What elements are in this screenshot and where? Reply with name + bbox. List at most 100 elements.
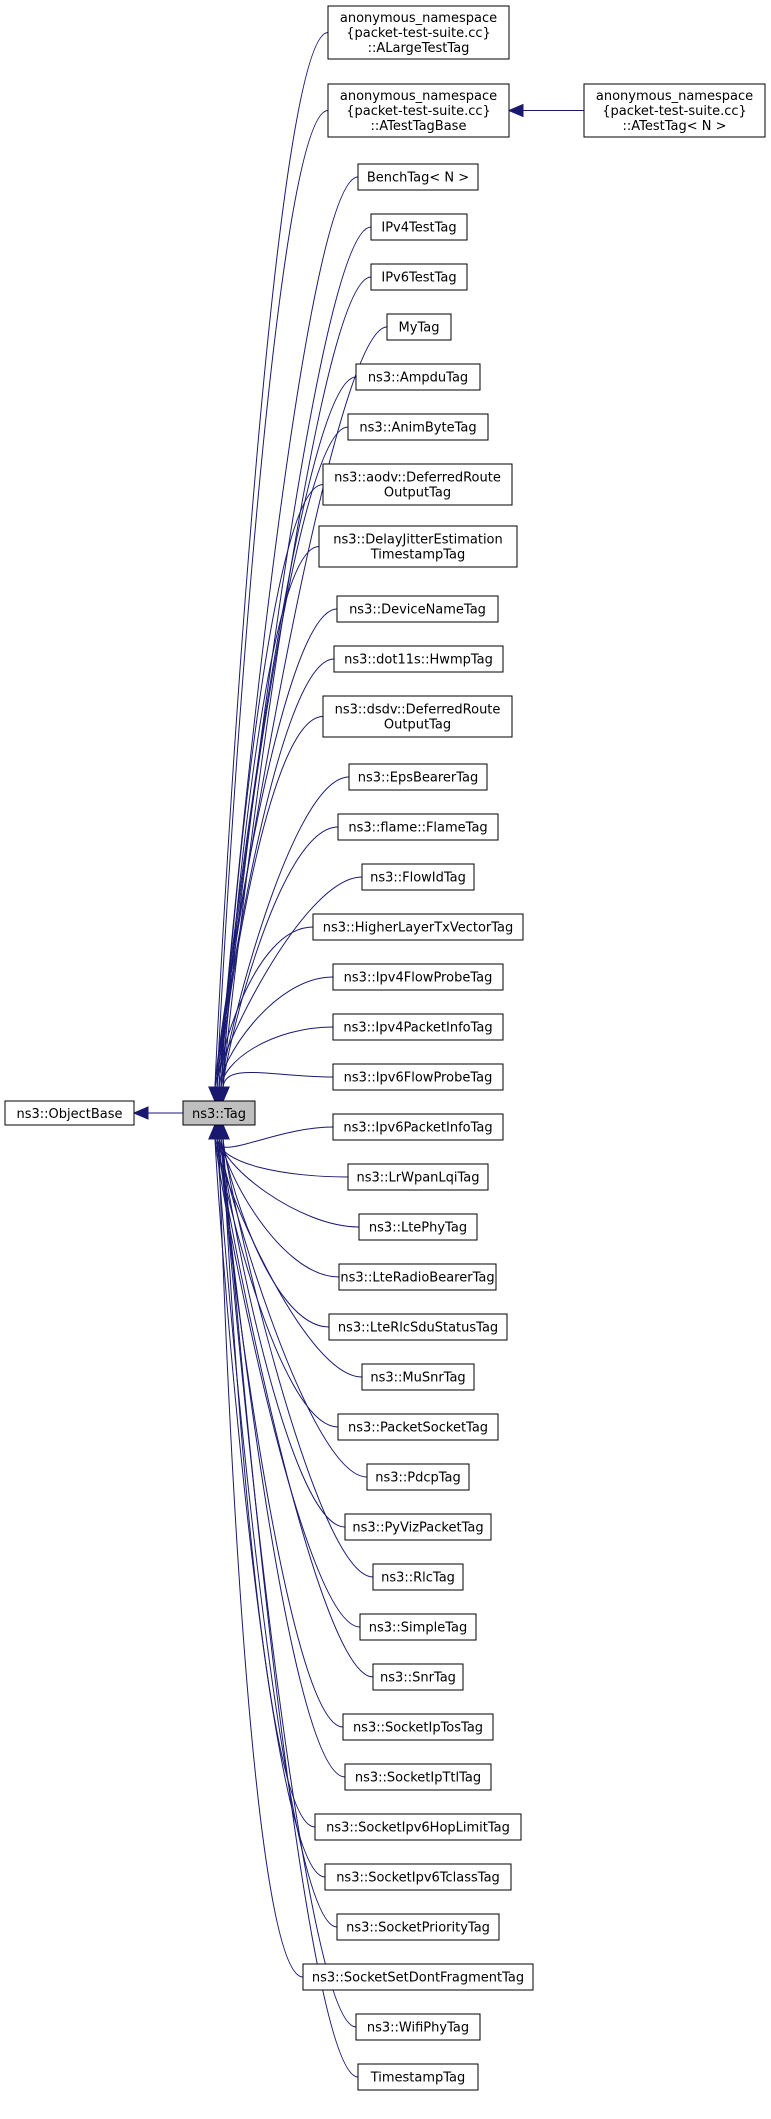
edge-c23-to-tag — [220, 1136, 340, 1278]
node-c16[interactable]: ns3::HigherLayerTxVectorTag — [312, 913, 524, 941]
node-c13-box — [348, 763, 488, 791]
node-c11[interactable]: ns3::dot11s::HwmpTag — [333, 645, 504, 673]
node-c19-box — [332, 1063, 504, 1091]
node-c23-box — [338, 1263, 497, 1291]
node-c33[interactable]: ns3::SocketIpTtlTag — [344, 1763, 492, 1791]
node-c20[interactable]: ns3::Ipv6PacketInfoTag — [332, 1113, 504, 1141]
node-c29-box — [372, 1563, 464, 1591]
node-c0-label-line: {packet-test-suite.cc} — [346, 26, 491, 41]
node-c22[interactable]: ns3::LtePhyTag — [358, 1213, 478, 1241]
edge-c0-to-tag — [214, 32, 329, 1090]
node-c3[interactable]: IPv4TestTag — [370, 213, 468, 241]
node-c8-label-line: ns3::aodv::DeferredRoute — [334, 471, 501, 486]
node-c31[interactable]: ns3::SnrTag — [372, 1663, 464, 1691]
node-c14[interactable]: ns3::flame::FlameTag — [337, 813, 499, 841]
node-c36[interactable]: ns3::SocketPriorityTag — [336, 1913, 500, 1941]
node-c38[interactable]: ns3::WifiPhyTag — [355, 2013, 481, 2041]
node-c8-label-line: OutputTag — [384, 486, 451, 501]
node-c28-label-line: ns3::PyVizPacketTag — [352, 1521, 483, 1536]
node-c26[interactable]: ns3::PacketSocketTag — [337, 1413, 499, 1441]
node-c35-box — [324, 1863, 512, 1891]
node-c18-label-line: ns3::Ipv4PacketInfoTag — [343, 1021, 492, 1036]
edge-c6-to-tag — [216, 376, 357, 1090]
node-c4[interactable]: IPv6TestTag — [370, 263, 468, 291]
edge-c9-to-tag — [222, 546, 320, 1090]
node-c5-label-line: MyTag — [399, 321, 440, 336]
node-c36-box — [336, 1913, 500, 1941]
edge-c2-to-tag — [218, 176, 359, 1090]
node-c39[interactable]: TimestampTag — [357, 2063, 479, 2091]
node-objectbase-label: ns3::ObjectBase — [16, 1107, 122, 1122]
node-c0[interactable]: anonymous_namespace{packet-test-suite.cc… — [327, 5, 510, 60]
node-tag[interactable]: ns3::Tag — [182, 1100, 256, 1126]
node-c21[interactable]: ns3::LrWpanLqiTag — [347, 1163, 489, 1191]
node-c36-label-line: ns3::SocketPriorityTag — [346, 1921, 490, 1936]
node-c10[interactable]: ns3::DeviceNameTag — [336, 595, 499, 623]
node-c19[interactable]: ns3::Ipv6FlowProbeTag — [332, 1063, 504, 1091]
node-atesttag-label-line: ::ATestTag< N > — [622, 119, 726, 134]
node-c31-box — [372, 1663, 464, 1691]
node-c3-box — [370, 213, 468, 241]
node-c24[interactable]: ns3::LteRlcSduStatusTag — [328, 1313, 508, 1341]
node-c34[interactable]: ns3::SocketIpv6HopLimitTag — [314, 1813, 522, 1841]
edge-c33-to-tag — [220, 1136, 346, 1778]
node-objectbase[interactable]: ns3::ObjectBase — [4, 1100, 135, 1126]
node-c15[interactable]: ns3::FlowIdTag — [361, 863, 475, 891]
edge-c38-to-tag — [220, 1136, 357, 2028]
node-c30[interactable]: ns3::SimpleTag — [359, 1613, 477, 1641]
node-c24-box — [328, 1313, 508, 1341]
node-c2[interactable]: BenchTag< N > — [357, 163, 479, 191]
edge-c19-to-tag — [222, 1072, 334, 1090]
node-c37[interactable]: ns3::SocketSetDontFragmentTag — [302, 1963, 534, 1991]
edge-c39-to-tag — [222, 1136, 359, 2078]
node-c5[interactable]: MyTag — [386, 313, 452, 341]
node-c13[interactable]: ns3::EpsBearerTag — [348, 763, 488, 791]
node-c16-box — [312, 913, 524, 941]
node-c27[interactable]: ns3::PdcpTag — [366, 1463, 470, 1491]
edge-c28-to-tag — [220, 1136, 346, 1528]
node-c21-box — [347, 1163, 489, 1191]
node-c29[interactable]: ns3::RlcTag — [372, 1563, 464, 1591]
edge-c18-to-tag — [220, 1026, 334, 1090]
node-c39-box — [357, 2063, 479, 2091]
node-c28[interactable]: ns3::PyVizPacketTag — [344, 1513, 492, 1541]
node-c7[interactable]: ns3::AnimByteTag — [347, 413, 489, 441]
node-atesttag-label-line: anonymous_namespace — [596, 89, 753, 104]
node-c35-label-line: ns3::SocketIpv6TclassTag — [336, 1871, 500, 1886]
edge-c11-to-tag — [216, 658, 335, 1090]
node-c27-label-line: ns3::PdcpTag — [375, 1471, 461, 1486]
node-c16-label-line: ns3::HigherLayerTxVectorTag — [323, 921, 514, 936]
node-c20-box — [332, 1113, 504, 1141]
edge-c32-to-tag — [218, 1136, 344, 1728]
node-c26-box — [337, 1413, 499, 1441]
node-c23[interactable]: ns3::LteRadioBearerTag — [338, 1263, 497, 1291]
edge-c24-to-tag — [222, 1136, 330, 1328]
node-c18-box — [332, 1013, 504, 1041]
node-c25[interactable]: ns3::MuSnrTag — [361, 1363, 475, 1391]
node-atesttag[interactable]: anonymous_namespace{packet-test-suite.cc… — [583, 83, 766, 138]
node-c31-label-line: ns3::SnrTag — [380, 1671, 456, 1686]
node-c6-box — [355, 363, 481, 391]
node-c17[interactable]: ns3::Ipv4FlowProbeTag — [332, 963, 504, 991]
node-c0-box — [327, 5, 510, 60]
node-c32[interactable]: ns3::SocketIpTosTag — [342, 1713, 494, 1741]
node-atesttag-box — [583, 83, 766, 138]
edge-c1-to-tag — [216, 110, 329, 1090]
node-c18[interactable]: ns3::Ipv4PacketInfoTag — [332, 1013, 504, 1041]
node-c28-box — [344, 1513, 492, 1541]
node-c10-box — [336, 595, 499, 623]
node-c0-label-line: anonymous_namespace — [340, 11, 497, 26]
node-c15-box — [361, 863, 475, 891]
node-c35[interactable]: ns3::SocketIpv6TclassTag — [324, 1863, 512, 1891]
node-c1[interactable]: anonymous_namespace{packet-test-suite.cc… — [327, 83, 510, 138]
node-c6[interactable]: ns3::AmpduTag — [355, 363, 481, 391]
edge-c4-to-tag — [222, 276, 372, 1090]
node-c20-label-line: ns3::Ipv6PacketInfoTag — [343, 1121, 492, 1136]
node-c4-box — [370, 263, 468, 291]
node-c10-label-line: ns3::DeviceNameTag — [349, 603, 486, 618]
edge-c37-to-tag — [218, 1136, 304, 1978]
node-c37-box — [302, 1963, 534, 1991]
